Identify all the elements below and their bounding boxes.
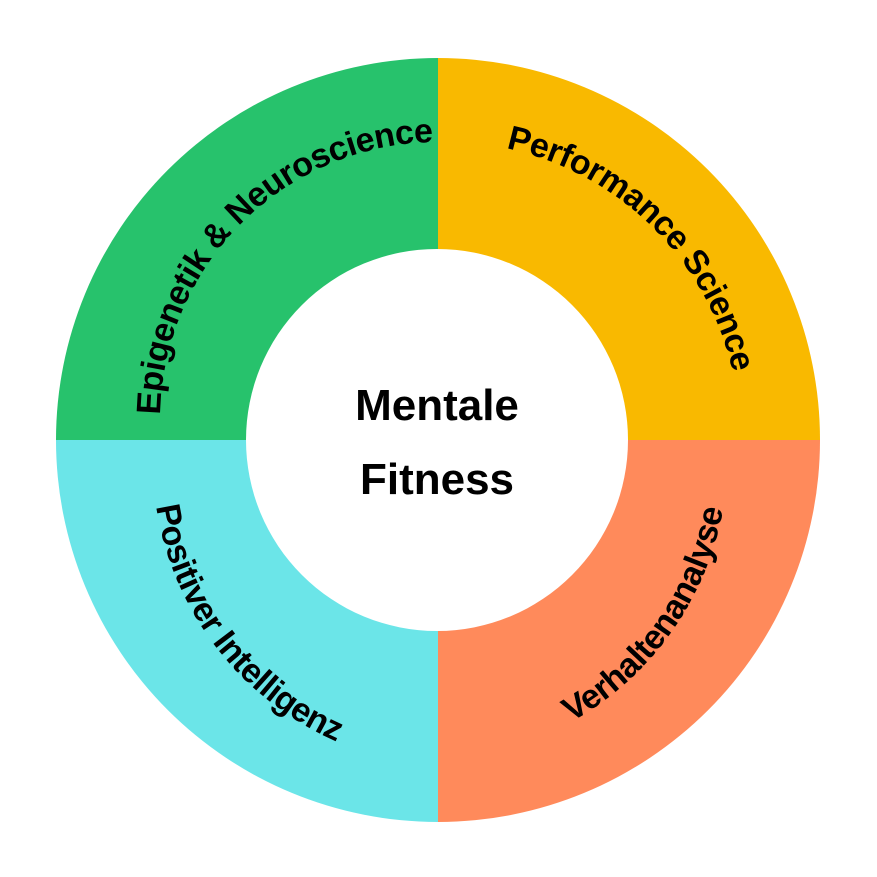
center-title-line2: Fitness <box>360 455 514 504</box>
center-circle <box>246 249 628 631</box>
center-title-line1: Mentale <box>355 381 519 430</box>
